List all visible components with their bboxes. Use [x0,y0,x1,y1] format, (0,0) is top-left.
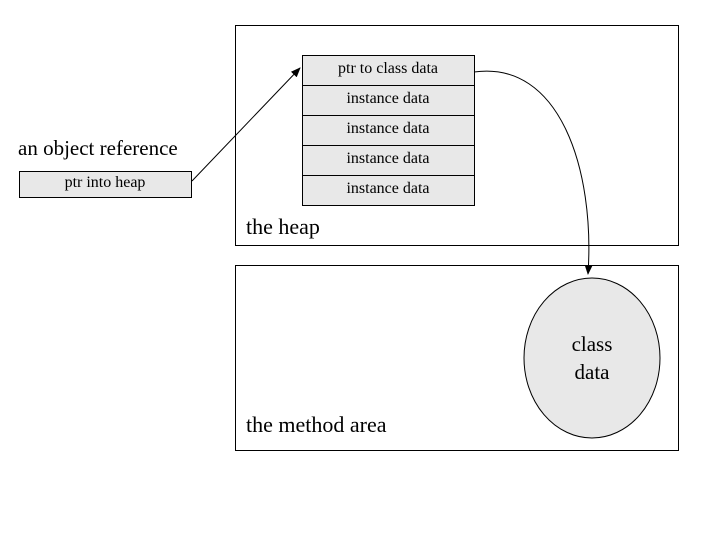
heap-cell-instance-1 [302,85,475,116]
reference-to-heap-arrow [191,67,301,182]
method-area-region [235,265,679,451]
heap-cell-instance-2-text: instance data [346,120,430,137]
class-ptr-to-class-data-arrow [473,70,593,275]
class-data-text-line1: class [571,332,613,356]
heap-cell-instance-2 [302,115,475,146]
heap-cell-class-ptr-text: ptr to class data [338,60,438,77]
heap-cell-instance-4 [302,175,475,206]
method-area-label: the method area [246,412,387,437]
heap-object [302,55,475,206]
heap-cell-instance-3 [302,145,475,176]
heap-cell-instance-4-text: instance data [346,180,430,197]
object-reference-label: an object reference [18,136,178,160]
object-reference-cell [19,171,192,198]
heap-label: the heap [246,214,320,239]
object-reference-cell-text: ptr into heap [64,174,146,191]
class-data-ellipse [523,277,661,439]
heap-cell-instance-1-text: instance data [346,90,430,107]
heap-cell-instance-3-text: instance data [346,150,430,167]
class-data-text-line2: data [574,360,610,384]
